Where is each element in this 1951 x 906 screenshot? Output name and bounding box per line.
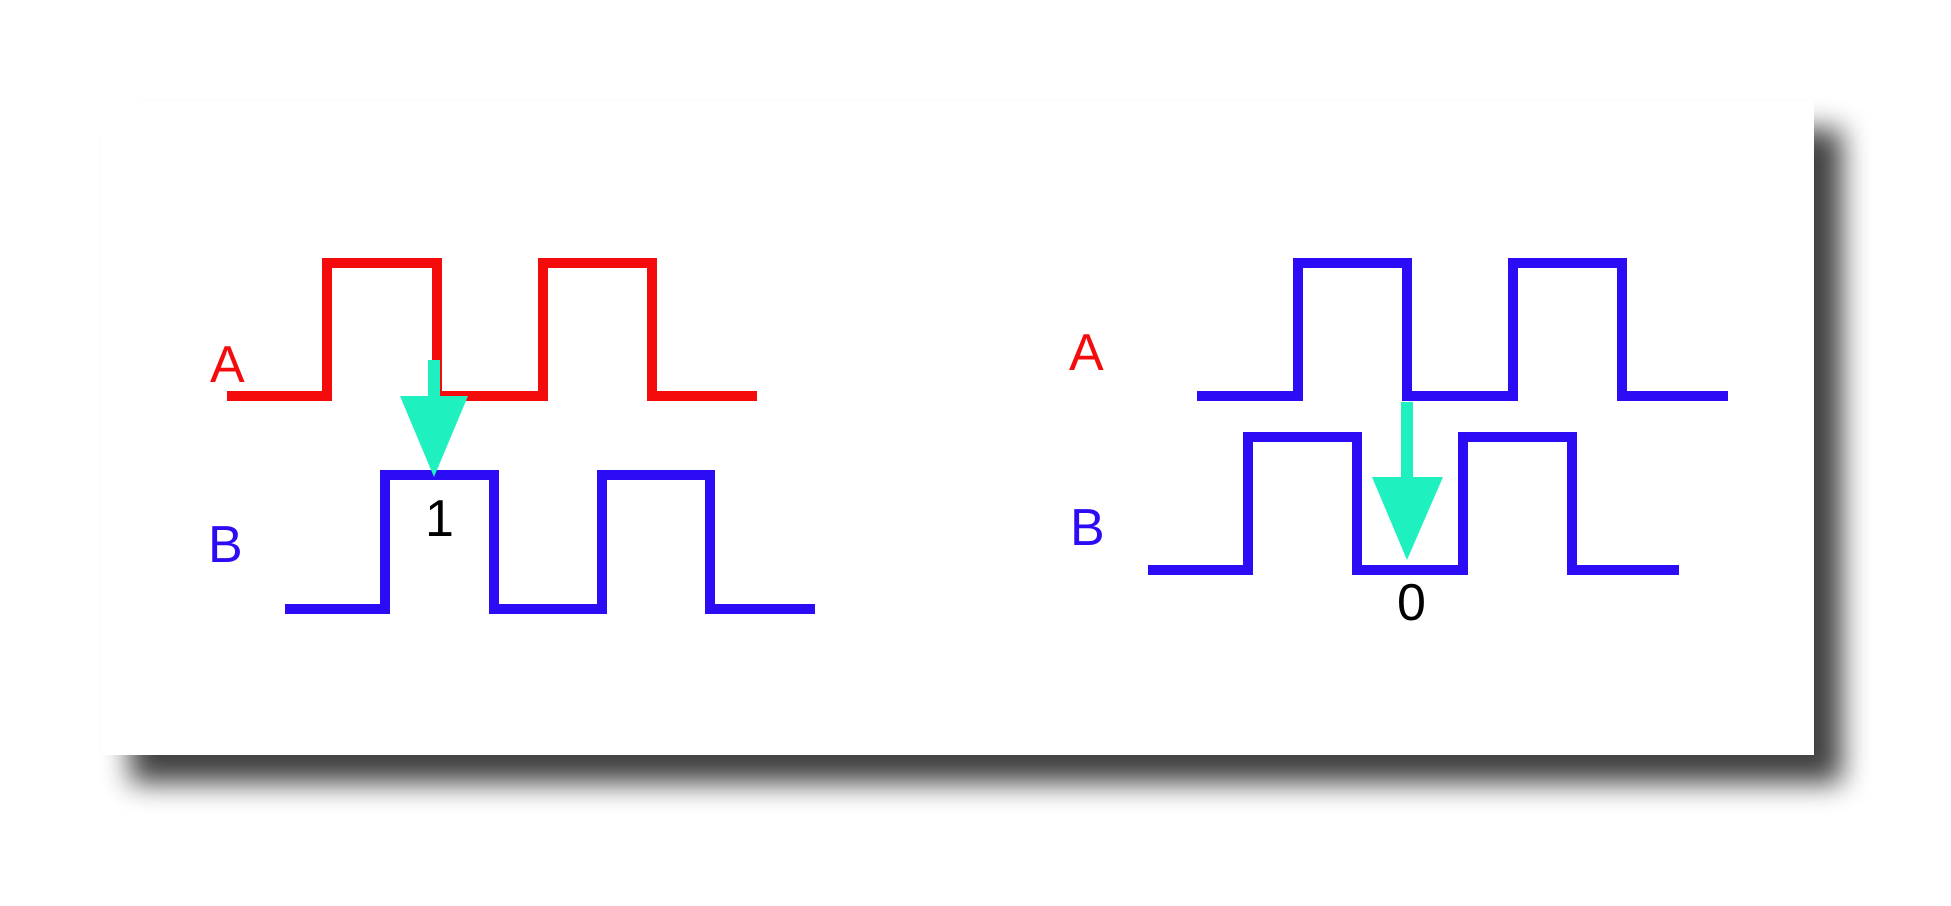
left-label-a: A [210,336,245,394]
right-channel-a-waveform [1197,258,1728,401]
left-value: 1 [425,490,454,548]
left-channel-a-waveform [227,258,757,401]
left-label-b: B [208,516,243,574]
right-panel: A B 0 [1069,258,1728,632]
diagram-card [102,101,1814,755]
right-label-b: B [1070,499,1105,557]
right-transition-arrow [1372,402,1443,560]
left-channel-b-waveform [285,470,815,614]
left-transition-arrow [400,360,468,477]
right-value: 0 [1397,574,1426,632]
right-label-a: A [1069,324,1104,382]
left-panel: A B 1 [208,258,815,614]
right-channel-b-waveform [1148,432,1679,575]
